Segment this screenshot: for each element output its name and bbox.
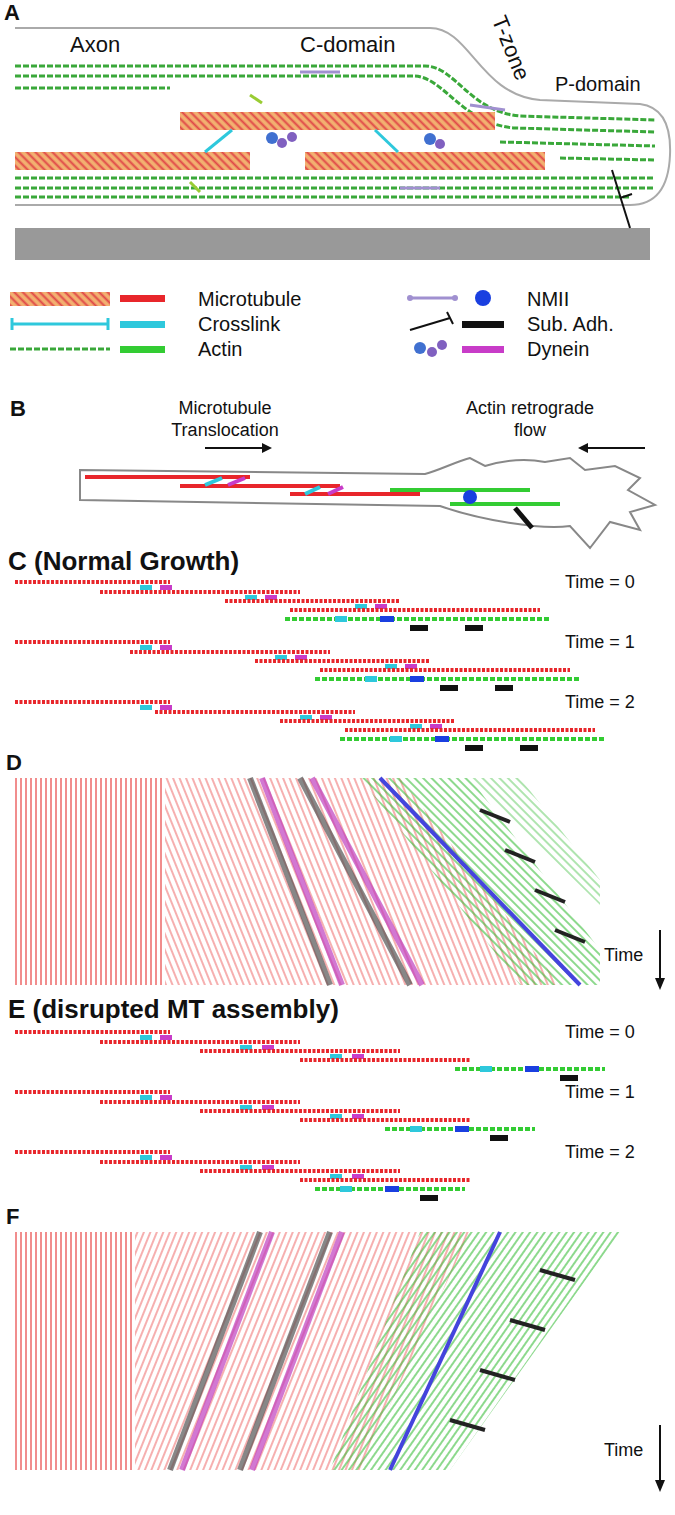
legend-text: NMII <box>527 287 569 311</box>
region-label: Axon <box>70 32 120 58</box>
disrupted-rows <box>15 1032 605 1201</box>
time-axis-label: Time <box>604 945 643 967</box>
legend-text: Dynein <box>527 337 589 361</box>
growth-cone-schematic <box>15 28 670 260</box>
neuron-sketch <box>80 443 655 548</box>
panel-letter: B <box>10 396 26 422</box>
normal-growth-rows <box>15 582 605 751</box>
time-label: Time = 2 <box>565 1142 635 1164</box>
motion-label: Actin retrograde flow <box>455 398 605 441</box>
time-label: Time = 2 <box>565 692 635 714</box>
kymograph-normal <box>15 778 665 990</box>
panel-letter: F <box>6 1204 19 1230</box>
legend-swatch <box>462 346 504 353</box>
time-label: Time = 1 <box>565 632 635 654</box>
time-label: Time = 0 <box>565 572 635 594</box>
legend-dot <box>475 290 491 306</box>
legend-swatch <box>120 321 165 328</box>
region-label: C-domain <box>300 32 395 58</box>
panel-letter: A <box>4 0 20 26</box>
region-label: P-domain <box>555 72 641 96</box>
motion-label: Microtubule Translocation <box>160 398 290 441</box>
legend-text: Sub. Adh. <box>527 312 614 336</box>
legend-text: Actin <box>198 337 242 361</box>
legend-swatch <box>120 295 165 302</box>
kymograph-disrupted <box>15 1232 665 1492</box>
panel-title: C (Normal Growth) <box>8 546 239 577</box>
legend-text: Crosslink <box>198 312 280 336</box>
legend-swatch <box>120 346 165 353</box>
legend-text: Microtubule <box>198 287 301 311</box>
time-label: Time = 1 <box>565 1082 635 1104</box>
time-label: Time = 0 <box>565 1022 635 1044</box>
region-label: T-zone <box>486 12 536 84</box>
panel-title: E (disrupted MT assembly) <box>8 994 339 1025</box>
legend-swatch <box>462 321 504 328</box>
time-axis-label: Time <box>604 1440 643 1462</box>
panel-letter: D <box>6 750 22 776</box>
